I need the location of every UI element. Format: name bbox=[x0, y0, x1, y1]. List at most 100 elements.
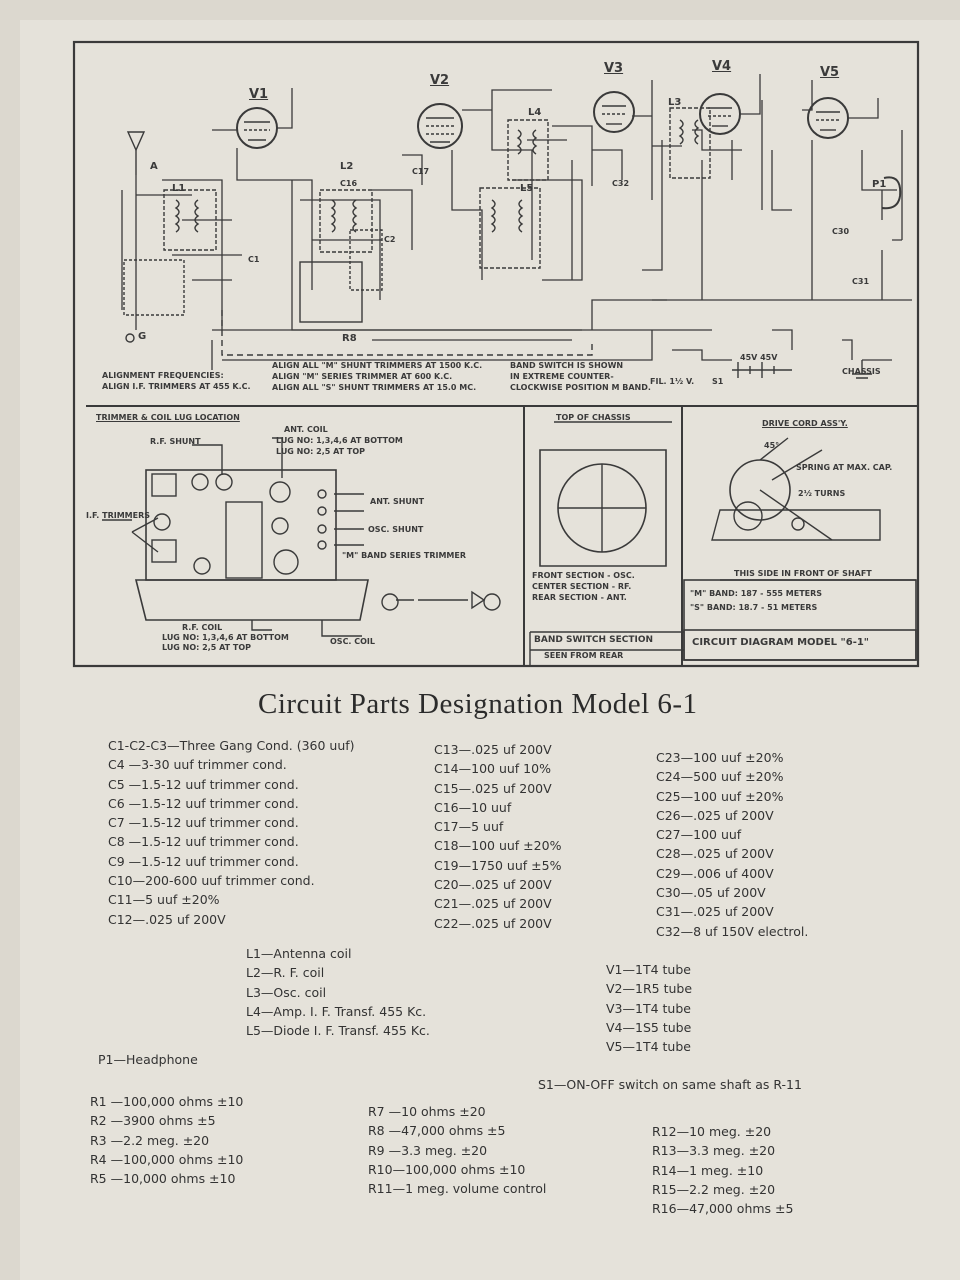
drive-cord-diagram bbox=[711, 437, 916, 581]
list-item: C14—100 uuf 10% bbox=[434, 761, 551, 777]
p1-label: P1 bbox=[872, 179, 887, 190]
page-title: Circuit Parts Designation Model 6-1 bbox=[258, 688, 698, 720]
list-item: R16—47,000 ohms ±5 bbox=[652, 1201, 794, 1217]
list-item: C21—.025 uf 200V bbox=[434, 896, 552, 912]
rf-coil-lugs-2: LUG NO: 2,5 AT TOP bbox=[162, 643, 252, 652]
list-item: C29—.006 uf 400V bbox=[656, 865, 774, 881]
coil-l1 bbox=[163, 189, 217, 251]
coil-label-l5: L5 bbox=[520, 183, 534, 194]
alignment-heading: ALIGNMENT FREQUENCIES: bbox=[102, 371, 224, 380]
s1-label: S1 bbox=[712, 377, 724, 386]
list-item: R8 —47,000 ohms ±5 bbox=[368, 1123, 506, 1139]
band-switch-diagram bbox=[529, 421, 684, 666]
switch-entry: S1—ON-OFF switch on same shaft as R-11 bbox=[538, 1077, 802, 1092]
tube-list: V1—1T4 tube V2—1R5 tube V3—1T4 tube V4—1… bbox=[606, 960, 692, 1056]
list-item: C19—1750 uuf ±5% bbox=[434, 857, 562, 873]
list-item: R1 —100,000 ohms ±10 bbox=[90, 1094, 244, 1109]
schematic-drawing bbox=[72, 40, 920, 668]
circuit-wiring bbox=[121, 74, 912, 370]
headphone-entry: P1—Headphone bbox=[98, 1052, 198, 1067]
list-item: C8 —1.5-12 uuf trimmer cond. bbox=[108, 834, 299, 850]
coil-label-l4: L4 bbox=[528, 107, 542, 118]
angle-label: 45° bbox=[764, 441, 780, 450]
band-switch-note-1: BAND SWITCH IS SHOWN bbox=[510, 361, 624, 370]
c32-label: C32 bbox=[612, 179, 630, 188]
this-side-label: THIS SIDE IN FRONT OF SHAFT bbox=[734, 569, 872, 578]
coil-label-l3: L3 bbox=[668, 97, 682, 108]
list-item: C31—.025 uf 200V bbox=[656, 904, 774, 920]
list-item: R4 —100,000 ohms ±10 bbox=[90, 1151, 244, 1167]
tube-label-v5: V5 bbox=[820, 65, 840, 80]
alignment-s-shunt: ALIGN ALL "S" SHUNT TRIMMERS AT 15.0 MC. bbox=[272, 383, 477, 392]
battery-label: 45V 45V bbox=[740, 353, 778, 362]
front-section-label: FRONT SECTION - OSC. bbox=[532, 571, 635, 580]
m-band-series-label: "M" BAND SERIES TRIMMER bbox=[342, 551, 467, 560]
top-of-chassis-label: TOP OF CHASSIS bbox=[556, 413, 631, 422]
chassis-label: CHASSIS bbox=[842, 367, 881, 376]
osc-shunt-label: OSC. SHUNT bbox=[368, 525, 424, 534]
filament-label: FIL. 1½ V. bbox=[650, 377, 695, 386]
ant-coil-label: ANT. COIL bbox=[284, 425, 328, 434]
list-item: R12—10 meg. ±20 bbox=[652, 1124, 772, 1139]
s-band-range: "S" BAND: 18.7 - 51 METERS bbox=[690, 603, 818, 612]
list-item: C18—100 uuf ±20% bbox=[434, 838, 562, 854]
antenna-symbol bbox=[126, 131, 146, 175]
tube-v5-symbol bbox=[807, 97, 849, 139]
tube-v4-symbol bbox=[699, 93, 741, 135]
list-item: V1—1T4 tube bbox=[606, 962, 691, 977]
list-item: C1-C2-C3—Three Gang Cond. (360 uuf) bbox=[108, 738, 355, 753]
list-item: C32—8 uf 150V electrol. bbox=[656, 923, 809, 939]
list-item: C15—.025 uf 200V bbox=[434, 780, 552, 796]
band-switch-note-3: CLOCKWISE POSITION M BAND. bbox=[510, 383, 651, 392]
list-item: C5 —1.5-12 uuf trimmer cond. bbox=[108, 776, 299, 792]
coil-list: L1—Antenna coil L2—R. F. coil L3—Osc. co… bbox=[246, 944, 430, 1040]
list-item: L3—Osc. coil bbox=[246, 984, 327, 1000]
list-item: C4 —3-30 uuf trimmer cond. bbox=[108, 757, 287, 773]
band-switch-note-2: IN EXTREME COUNTER- bbox=[510, 372, 614, 381]
list-item: R7 —10 ohms ±20 bbox=[368, 1104, 486, 1119]
list-item: C9 —1.5-12 uuf trimmer cond. bbox=[108, 853, 299, 869]
capacitor-list-3: C23—100 uuf ±20% C24—500 uuf ±20% C25—10… bbox=[656, 748, 808, 941]
list-item: C6 —1.5-12 uuf trimmer cond. bbox=[108, 795, 299, 811]
list-item: R3 —2.2 meg. ±20 bbox=[90, 1132, 210, 1148]
list-item: V2—1R5 tube bbox=[606, 981, 693, 997]
list-item: C26—.025 uf 200V bbox=[656, 807, 774, 823]
list-item: C13—.025 uf 200V bbox=[434, 742, 552, 757]
r8-label: R8 bbox=[342, 333, 357, 344]
list-item: C16—10 uuf bbox=[434, 799, 512, 815]
antenna-label: A bbox=[150, 161, 158, 172]
list-item: R14—1 meg. ±10 bbox=[652, 1162, 764, 1178]
list-item: R15—2.2 meg. ±20 bbox=[652, 1181, 776, 1197]
list-item: R9 —3.3 meg. ±20 bbox=[368, 1142, 488, 1158]
drive-cord-heading: DRIVE CORD ASS'Y. bbox=[762, 419, 848, 428]
list-item: V5—1T4 tube bbox=[606, 1039, 691, 1055]
tube-v2-symbol bbox=[417, 103, 463, 149]
resistor-list-2: R7 —10 ohms ±20 R8 —47,000 ohms ±5 R9 —3… bbox=[368, 1102, 546, 1198]
rf-shunt-label: R.F. SHUNT bbox=[150, 437, 201, 446]
osc-coil-label: OSC. COIL bbox=[330, 637, 376, 646]
tube-label-v2: V2 bbox=[430, 73, 450, 88]
list-item: C28—.025 uf 200V bbox=[656, 846, 774, 862]
ant-coil-lugs-1: LUG NO: 1,3,4,6 AT BOTTOM bbox=[276, 436, 403, 445]
list-item: C7 —1.5-12 uuf trimmer cond. bbox=[108, 815, 299, 831]
c16-label: C16 bbox=[340, 179, 358, 188]
c31-label: C31 bbox=[852, 277, 870, 286]
list-item: L2—R. F. coil bbox=[246, 965, 325, 981]
list-item: L1—Antenna coil bbox=[246, 946, 352, 961]
list-item: C22—.025 uf 200V bbox=[434, 915, 552, 931]
coil-label-l2: L2 bbox=[340, 161, 354, 172]
list-item: R10—100,000 ohms ±10 bbox=[368, 1161, 526, 1177]
list-item: C10—200-600 uuf trimmer cond. bbox=[108, 873, 315, 889]
circuit-diagram-title: CIRCUIT DIAGRAM MODEL "6-1" bbox=[692, 637, 870, 648]
list-item: L5—Diode I. F. Transf. 455 Kc. bbox=[246, 1023, 430, 1039]
turns-label: 2½ TURNS bbox=[798, 489, 846, 498]
c30-label: C30 bbox=[832, 227, 850, 236]
list-item: C20—.025 uf 200V bbox=[434, 877, 552, 893]
list-item: R2 —3900 ohms ±5 bbox=[90, 1113, 216, 1129]
rf-coil-label: R.F. COIL bbox=[182, 623, 223, 632]
band-switch-caption-2: SEEN FROM REAR bbox=[544, 651, 624, 660]
list-item: C30—.05 uf 200V bbox=[656, 885, 766, 901]
list-item: R5 —10,000 ohms ±10 bbox=[90, 1171, 236, 1187]
resistor-list-1: R1 —100,000 ohms ±10 R2 —3900 ohms ±5 R3… bbox=[90, 1092, 243, 1188]
list-item: C23—100 uuf ±20% bbox=[656, 750, 784, 765]
